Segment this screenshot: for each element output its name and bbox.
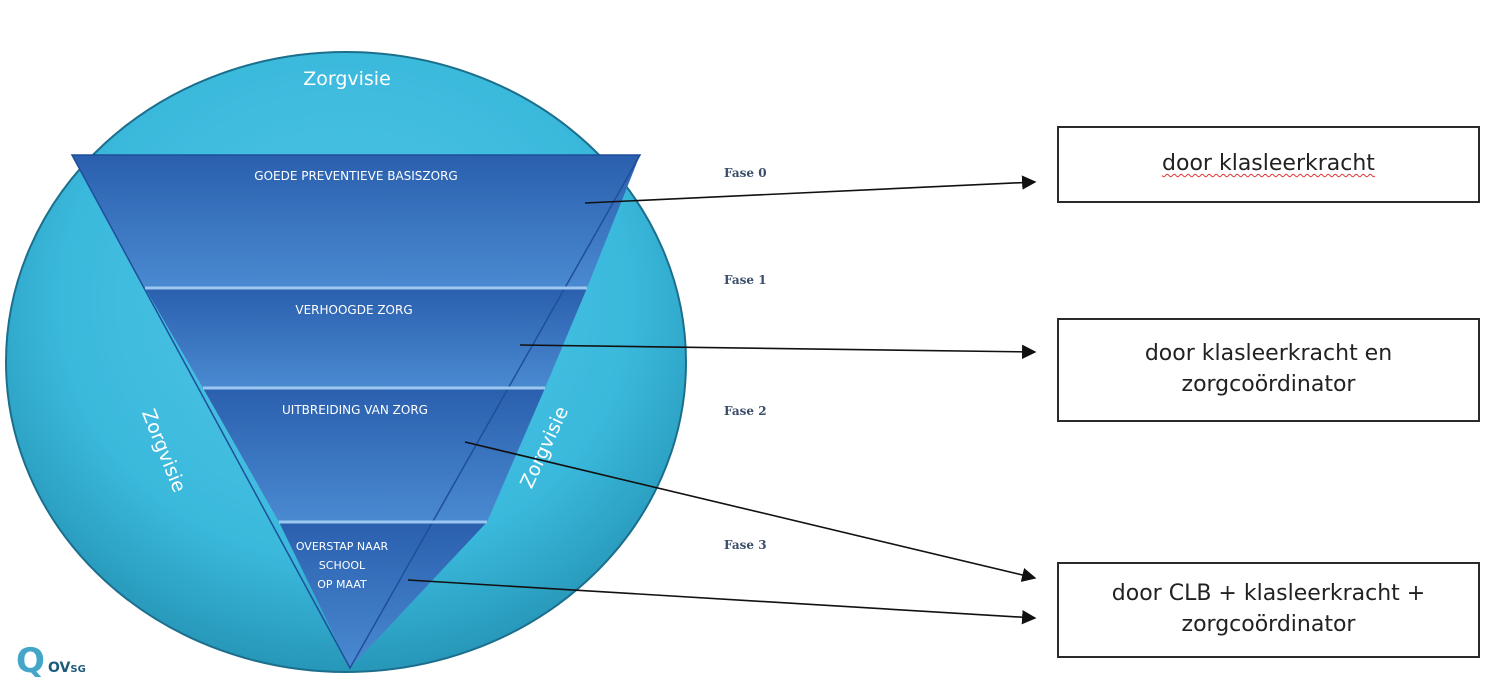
arrow-fase-3 [407, 579, 1037, 625]
tier-0 [72, 155, 640, 288]
box-1-line-1: door klasleerkracht [1162, 151, 1375, 177]
box-clb-klasleerkracht-zorgcoordinator: door CLB + klasleerkracht + zorgcoördina… [1057, 562, 1480, 658]
logo-q-mark: Q [16, 641, 45, 681]
box-3-line-2: zorgcoördinator [1181, 612, 1356, 637]
arrow-fase-0 [584, 175, 1037, 204]
arrow-fase-2 [464, 441, 1037, 582]
tier-3-label-line-3: OP MAAT [317, 578, 367, 591]
fase-2-label: Fase 2 [724, 404, 767, 418]
logo-text: OVSG [48, 660, 86, 676]
fase-0-label: Fase 0 [724, 166, 767, 180]
tier-3-label-line-1: OVERSTAP NAAR [296, 540, 389, 553]
pyramid [70, 154, 642, 670]
box-2-line-1: door klasleerkracht en [1144, 341, 1393, 367]
tier-3-label-line-2: SCHOOL [319, 559, 366, 572]
tier-1 [145, 288, 587, 388]
fase-3-label: Fase 3 [724, 538, 767, 552]
box-klasleerkracht: door klasleerkracht [1057, 126, 1480, 203]
tier-0-label: GOEDE PREVENTIEVE BASISZORG [254, 169, 457, 183]
arrow-fase-1 [519, 344, 1037, 360]
zorgvisie-top-label: Zorgvisie [303, 68, 391, 90]
tier-2 [203, 388, 545, 522]
arrows [407, 175, 1037, 625]
pyramid-outline [70, 154, 642, 670]
box-klasleerkracht-zorgcoordinator: door klasleerkracht en zorgcoördinator [1057, 318, 1480, 422]
tier-3 [279, 522, 487, 668]
ovsg-logo: Q OVSG [14, 644, 124, 682]
fase-1-label: Fase 1 [724, 273, 767, 287]
box-3-line-1: door CLB + klasleerkracht + [1111, 581, 1426, 607]
box-2-line-2: zorgcoördinator [1181, 372, 1356, 397]
tier-2-label: UITBREIDING VAN ZORG [282, 403, 428, 417]
tier-1-label: VERHOOGDE ZORG [295, 303, 412, 317]
